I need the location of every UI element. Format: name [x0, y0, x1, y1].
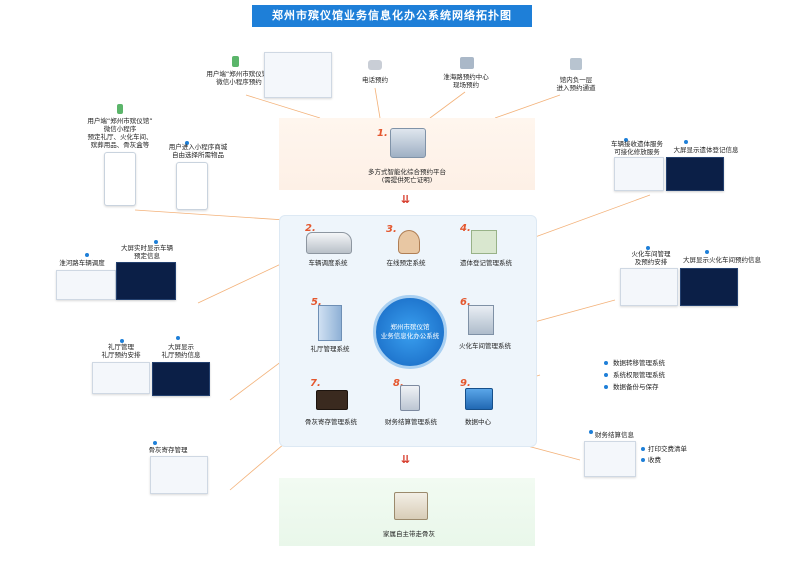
finance-info-label: 财务结算信息 — [595, 431, 634, 439]
bullet-dot — [705, 250, 709, 254]
computer-icon — [460, 57, 474, 69]
bullet-dot — [85, 253, 89, 257]
node-9-label: 数据中心 — [465, 418, 491, 426]
van-icon — [306, 232, 352, 254]
node-1-label: 多方式智能化综合预约平台 (需提供死亡证明) — [368, 168, 446, 184]
body-big-screen — [666, 157, 724, 191]
ash-mgmt-screenshot — [150, 456, 208, 494]
big-screen-cremation-label: 大屏显示火化车间预约信息 — [683, 256, 761, 264]
node-8-label: 财务结算管理系统 — [385, 418, 437, 426]
bullet-dot — [646, 246, 650, 250]
vehicle-big-screen — [116, 262, 176, 300]
vehicle-dispatch-screenshot — [56, 270, 116, 300]
ash-mgmt-label: 骨灰寄存管理 — [148, 446, 188, 454]
node-2-number: 2. — [305, 223, 316, 234]
node-7-number: 7. — [310, 378, 321, 389]
monitor-icon — [390, 128, 426, 158]
vehicle-dispatch-label: 淮河路车辆调度 — [59, 259, 105, 267]
channel-onsite-label: 馆内负一层 进入预约通道 — [556, 76, 596, 92]
telephone-icon — [368, 60, 382, 70]
bullet-dot — [604, 385, 608, 389]
finance-item-2: 收费 — [648, 456, 661, 464]
bullet-dot — [624, 138, 628, 142]
wechat-detail-label: 用户端“郑州市殡仪馆” 微信小程序 预定礼厅、火化车间、 殡葬用品、骨灰盒等 — [87, 117, 153, 149]
body-receive-screenshot — [614, 157, 664, 191]
bullet-dot — [185, 141, 189, 145]
mall-label: 用户进入小程序商城 自由选择所需物品 — [168, 143, 228, 159]
mall-screenshot — [176, 162, 208, 210]
bullet-dot — [641, 458, 645, 462]
big-screen-body-label: 大屏显示遗体登记信息 — [673, 146, 739, 154]
channel-wechat-label: 用户端“郑州市殡仪馆” 微信小程序预约 — [206, 70, 272, 86]
node-3-number: 3. — [386, 224, 397, 235]
node-1-number: 1. — [377, 128, 388, 139]
dashboard-monitor-icon — [465, 388, 493, 410]
bullet-dot — [604, 373, 608, 377]
hall-mgmt-label: 礼厅管理 礼厅预约安排 — [101, 343, 141, 359]
cremation-mgmt-screenshot — [620, 268, 678, 306]
bullet-dot — [641, 447, 645, 451]
cubes-icon — [471, 230, 497, 254]
building-icon — [570, 58, 582, 70]
hub-circle: 郑州市殡仪馆 业务信息化办公系统 — [373, 295, 447, 369]
house-icon — [394, 492, 428, 520]
urn-box-icon — [316, 390, 348, 410]
node-6-label: 火化车间管理系统 — [459, 342, 511, 350]
bullet-dot — [176, 336, 180, 340]
channel-center-label: 淮海路预约中心 现场预约 — [443, 73, 489, 89]
miniprogram-screenshot — [104, 152, 136, 206]
bullet-dot — [604, 361, 608, 365]
node-5-number: 5. — [311, 297, 322, 308]
node-5-label: 礼厅管理系统 — [310, 345, 350, 353]
node-3-label: 在线预定系统 — [386, 259, 426, 267]
bullet-dot — [153, 441, 157, 445]
customer-service-icon — [398, 230, 420, 254]
bullet-dot — [120, 339, 124, 343]
finance-screenshot — [584, 441, 636, 477]
cremation-big-screen — [680, 268, 738, 306]
finance-item-1: 打印交费清单 — [648, 445, 687, 453]
node-4-number: 4. — [460, 223, 471, 234]
data-item-1: 数据转移管理系统 — [613, 359, 665, 367]
skyscraper-icon — [318, 305, 342, 341]
phone-app-icon — [232, 56, 239, 67]
node-8-number: 8. — [393, 378, 404, 389]
cremation-mgmt-label: 火化车间管理 及预约安排 — [631, 250, 671, 266]
data-item-2: 系统权限管理系统 — [613, 371, 665, 379]
big-screen-vehicle-label: 大屏实时显示车辆 预定信息 — [121, 244, 173, 260]
final-step-label: 家属自主带走骨灰 — [383, 530, 435, 538]
server-icon — [468, 305, 494, 335]
phone-app-icon — [117, 104, 123, 114]
node-4-label: 遗体登记管理系统 — [460, 259, 512, 267]
node-9-number: 9. — [460, 378, 471, 389]
node-2-label: 车辆调度系统 — [308, 259, 348, 267]
hall-mgmt-screenshot — [92, 362, 150, 394]
hall-big-screen — [152, 362, 210, 396]
calculator-icon — [400, 385, 420, 411]
down-arrow-top: ⇊ — [401, 193, 411, 206]
data-item-3: 数据备份与保存 — [613, 383, 659, 391]
node-7-label: 骨灰寄存管理系统 — [305, 418, 357, 426]
bullet-dot — [154, 240, 158, 244]
diagram-title: 郑州市殡仪馆业务信息化办公系统网络拓扑图 — [252, 5, 532, 27]
bullet-dot — [589, 430, 593, 434]
big-screen-hall-label: 大屏显示 礼厅预约信息 — [161, 343, 201, 359]
wechat-screenshot — [264, 52, 332, 98]
down-arrow-bottom: ⇊ — [401, 453, 411, 466]
body-receive-label: 车辆接收遗体服务 可接化修放服务 — [611, 140, 663, 156]
channel-phone-label: 电话预约 — [362, 76, 388, 84]
bullet-dot — [684, 140, 688, 144]
node-6-number: 6. — [460, 297, 471, 308]
